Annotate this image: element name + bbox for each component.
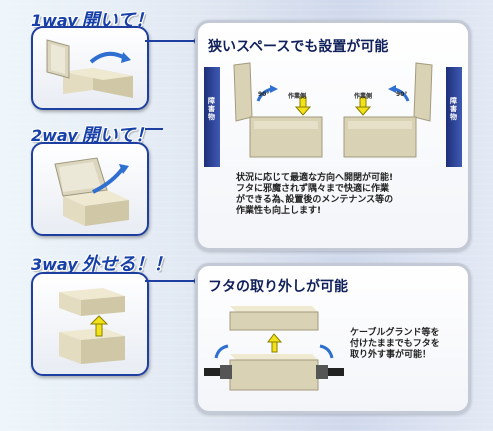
right-work-side-label: 作業側 (354, 93, 373, 100)
right-angle-label: 90° (396, 91, 408, 98)
way1-connector-line (145, 40, 199, 42)
way2-label: 開いて！ (81, 125, 154, 146)
narrow-space-panel-title: 狭いスペースでも設置が可能 (208, 39, 389, 55)
left-wall-obstacle: 障害物 (204, 67, 220, 167)
way1-number: 1way (31, 11, 78, 30)
way2-connector-line (145, 128, 163, 130)
way3-thumbnail (31, 272, 149, 376)
lid-removal-illustration (204, 306, 344, 391)
way3-connector-line (145, 280, 199, 282)
way3-label: 外せる！！ (81, 254, 172, 275)
narrow-space-description: 状況に応じて最適な方向へ開閉が可能! フタに邪魔されず隅々まで快適に作業 ができ… (236, 173, 394, 216)
left-wall-label: 障害物 (208, 97, 215, 121)
way1-label: 開いて！ (81, 10, 154, 31)
lid-removal-panel: フタの取り外しが可能 ケーブルグランド等を 付けたままでもフタを 取り外す事が可… (195, 263, 471, 414)
hinged-box-open-side-image (46, 39, 133, 98)
left-angle-label: 90° (258, 91, 270, 98)
narrow-space-illustration (233, 62, 433, 158)
lid-removal-description: ケーブルグランド等を 付けたままでもフタを 取り外す事が可能！ (350, 328, 440, 360)
hinged-box-open-top-image (54, 157, 129, 226)
way2-number: 2way (31, 126, 78, 145)
way2-thumbnail (31, 142, 149, 236)
lid-removal-panel-title: フタの取り外しが可能 (208, 279, 348, 295)
right-wall-label: 障害物 (450, 97, 457, 121)
removable-lid-box-image (59, 288, 125, 364)
way1-thumbnail (31, 26, 149, 110)
right-wall-obstacle: 障害物 (446, 67, 462, 167)
narrow-space-panel: 狭いスペースでも設置が可能 障害物 障害物 90° 作業側 作業側 90° 状況… (195, 20, 471, 251)
left-work-side-label: 作業側 (288, 93, 307, 100)
way3-number: 3way (31, 255, 78, 274)
